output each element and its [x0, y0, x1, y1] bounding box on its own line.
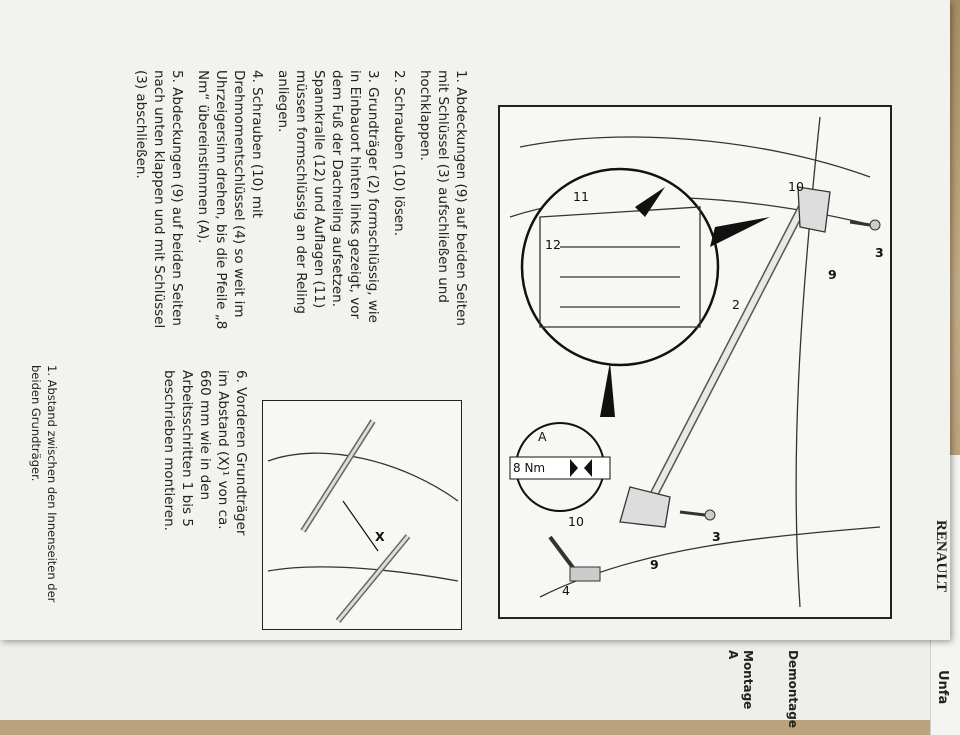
- label-11: 11: [573, 189, 589, 204]
- label-10-bottom: 10: [568, 514, 584, 529]
- instruction-steps: 1. Abdeckungen (9) auf beiden Seiten mit…: [124, 70, 470, 330]
- renault-logo: RENAULT: [933, 520, 949, 592]
- label-9-bottom: 9: [650, 557, 659, 572]
- step-1: 1. Abdeckungen (9) auf beiden Seiten mit…: [417, 70, 469, 326]
- instruction-page: 1. Abdeckungen (9) auf beiden Seiten mit…: [0, 0, 950, 640]
- step-2: 2. Schrauben (10) lösen.: [391, 70, 407, 237]
- lower-sheet: [0, 630, 960, 720]
- heading-montage: Montage A: [726, 650, 755, 710]
- label-8nm: 8 Nm: [513, 461, 546, 475]
- heading-unfa: Unfa: [935, 670, 950, 705]
- step-3: 3. Grundträger (2) formschlüssig, wie in…: [275, 70, 381, 323]
- label-3-bottom: 3: [712, 529, 721, 544]
- label-10-top: 10: [788, 179, 804, 194]
- step-4: 4. Schrauben (10) mit Drehmomentschlüsse…: [195, 70, 265, 330]
- roof-rack-drawing: [509, 116, 881, 608]
- two-bars-drawing: [267, 419, 459, 623]
- label-2: 2: [732, 297, 740, 312]
- label-X: X: [375, 529, 385, 544]
- distance-diagram: X: [262, 400, 462, 630]
- label-3-top: 3: [875, 245, 884, 260]
- label-9-top: 9: [828, 267, 837, 282]
- main-diagram: 10 11 12 3 9 2 A 8 Nm 10 3 9 4: [498, 105, 892, 619]
- label-4: 4: [562, 583, 570, 598]
- step-5: 5. Abdeckungen (9) auf beiden Seiten nac…: [133, 70, 185, 329]
- label-12: 12: [545, 237, 561, 252]
- step-6: 6. Vorderen Grundträger im Abstand (X)¹ …: [161, 370, 249, 536]
- heading-demontage: Demontage: [786, 650, 800, 728]
- label-A: A: [538, 429, 547, 444]
- footnote: 1. Abstand zwischen den Innenseiten der …: [29, 365, 59, 603]
